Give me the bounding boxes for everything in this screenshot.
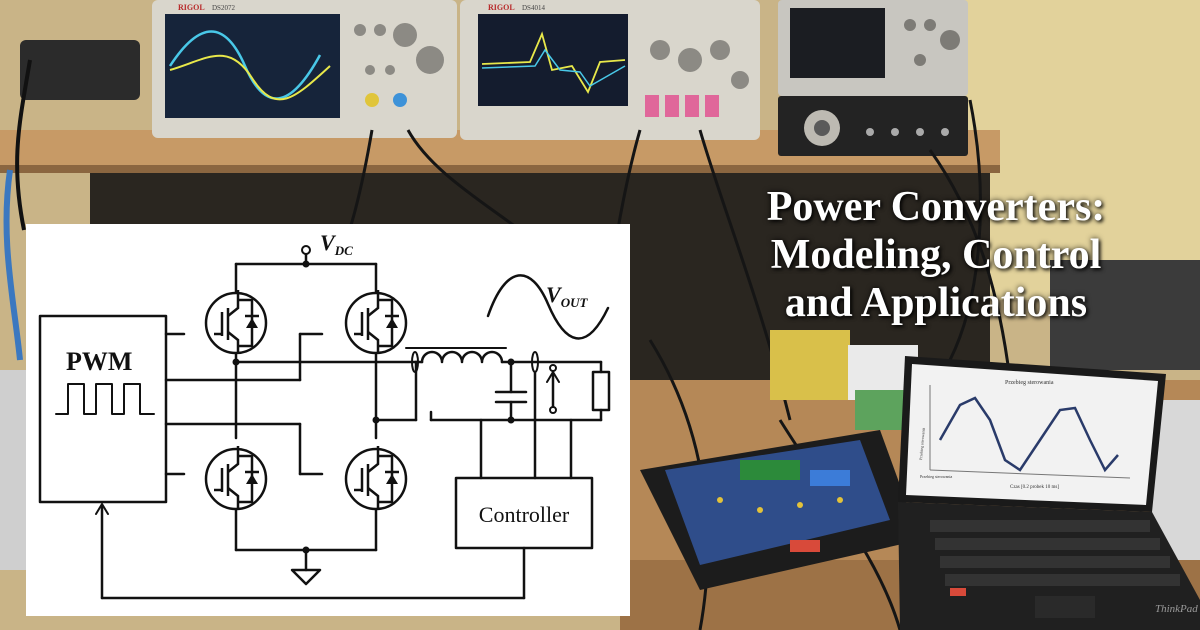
- headline-line-2: Modeling, Control: [770, 231, 1102, 278]
- laptop-brand: ThinkPad: [1155, 603, 1198, 615]
- scope2-model: DS4014: [522, 4, 545, 12]
- igbt-switch-bottom-left: [204, 446, 268, 511]
- laptop: Przebieg sterowania Czas [0.2 probek 10 …: [898, 356, 1200, 630]
- output-sine: [486, 274, 610, 340]
- oscilloscope-2: RIGOL DS4014: [460, 0, 760, 140]
- pwm-block: [38, 314, 168, 504]
- laptop-ylabel: Przebieg sterowania: [918, 427, 926, 460]
- right-equipment: [1050, 260, 1200, 370]
- igbt-switch-top-right: [344, 290, 408, 355]
- laptop-legend: Przebieg sterowania: [920, 474, 953, 479]
- cable-left-blue: [3, 169, 23, 361]
- inverter-circuit-diagram: PWM VDC VOUT Controller: [26, 224, 630, 616]
- power-supply: [778, 96, 968, 156]
- headline-line-1: Power Converters:: [766, 184, 1106, 230]
- scope2-brand: RIGOL: [488, 3, 515, 12]
- oscilloscope-1: RIGOL DS2072: [152, 0, 457, 138]
- headline-line-3: and Applications: [784, 279, 1088, 326]
- ground-symbol: [290, 568, 322, 586]
- cable-left-black: [15, 59, 32, 231]
- signal-generator: [778, 0, 968, 96]
- pwm-label: PWM: [66, 347, 132, 376]
- upper-shelf-edge: [0, 165, 1000, 173]
- scope1-brand: RIGOL: [178, 3, 205, 12]
- inductor: [420, 350, 504, 364]
- laptop-plot-title: Przebieg sterowania: [1005, 380, 1054, 386]
- router-box: [20, 40, 140, 100]
- controller-label: Controller: [479, 502, 570, 527]
- yellow-books: [770, 330, 850, 400]
- laptop-xlabel: Czas [0.2 probek 10 ms]: [1010, 485, 1059, 490]
- headline: Power Converters: Modeling, Control and …: [712, 184, 1160, 328]
- vdc-label: VDC: [320, 230, 353, 258]
- left-device: [0, 370, 26, 570]
- igbt-switch-bottom-right: [344, 446, 408, 511]
- dev-board-tray: [640, 430, 920, 590]
- current-sensor-1: [411, 351, 419, 373]
- igbt-switch-top-left: [204, 290, 268, 355]
- pwm-waveform: [55, 383, 155, 415]
- vout-label: VOUT: [546, 282, 588, 310]
- scope1-model: DS2072: [212, 4, 235, 12]
- green-book: [855, 390, 905, 430]
